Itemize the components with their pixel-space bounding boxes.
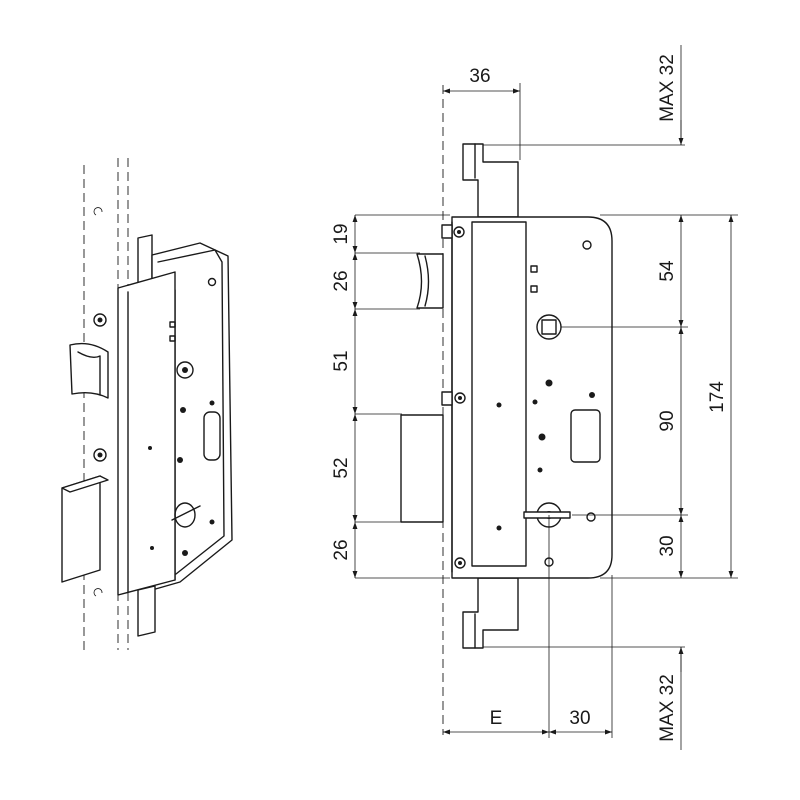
case-window — [203, 411, 221, 461]
case-rivet — [180, 407, 186, 413]
dim-left-52: 52 — [331, 457, 352, 478]
case-rivet — [182, 550, 188, 556]
faceplate-screw — [97, 317, 103, 323]
screw-hole — [93, 207, 103, 216]
case-screw — [458, 396, 462, 400]
dim-right-90: 90 — [657, 410, 678, 431]
case-rivet — [538, 433, 546, 441]
case-screw — [207, 277, 217, 287]
dim-overall-height: 174 — [707, 381, 728, 413]
dim-left-26-upper: 26 — [331, 270, 352, 291]
case-screw — [453, 226, 465, 238]
case-rivet — [148, 446, 152, 450]
faceplate — [117, 271, 176, 596]
case-rivet — [545, 379, 553, 387]
dim-right-54: 54 — [657, 260, 678, 282]
dim-right-30: 30 — [657, 535, 678, 556]
dim-left-51: 51 — [331, 350, 352, 371]
case-rivet — [532, 399, 538, 405]
forend-tab — [441, 224, 453, 239]
lock-case — [451, 216, 613, 579]
case-screw — [454, 392, 466, 404]
case-screw — [586, 512, 596, 522]
case-slot — [530, 265, 538, 273]
latch-bolt — [416, 253, 444, 309]
cylinder-cam-lever — [523, 511, 571, 519]
case-slot — [169, 335, 176, 342]
faceplate-screw — [93, 448, 107, 462]
top-rod-connector — [462, 143, 519, 218]
dim-bottom-travel: MAX 32 — [657, 674, 678, 742]
case-rivet — [496, 525, 502, 531]
case-slot — [530, 285, 538, 293]
bottom-rod-connector — [462, 577, 519, 649]
isometric-lock-view — [61, 158, 233, 650]
case-screw — [457, 230, 461, 234]
side-elevation-view — [400, 85, 613, 735]
faceplate-screw — [93, 313, 107, 327]
dimension-lines: 36 MAX 32 54 90 30 174 MAX 32 — [331, 45, 738, 750]
dim-bottom-width: 30 — [569, 708, 590, 729]
dim-top-travel: MAX 32 — [657, 54, 678, 122]
forend-tab — [441, 391, 453, 406]
case-rivet — [177, 457, 183, 463]
case-screw — [582, 240, 592, 250]
dim-top-width: 36 — [469, 66, 490, 87]
deadbolt — [400, 414, 444, 523]
faceplate-screw — [97, 452, 103, 458]
latch-bolt-face — [77, 351, 101, 396]
case-slot — [169, 321, 176, 328]
cylinder-cam-lever — [171, 505, 201, 521]
case-rivet — [589, 392, 595, 398]
deadbolt-top — [61, 475, 109, 493]
case-rivet — [537, 467, 543, 473]
case-rivet — [496, 402, 502, 408]
dim-left-19: 19 — [331, 223, 352, 244]
case-window — [570, 409, 601, 463]
case-rivet — [209, 400, 215, 406]
spindle-square — [541, 319, 557, 335]
case-rivet — [150, 546, 154, 550]
lock-case-inner — [471, 221, 527, 567]
bottom-rod-plate — [137, 585, 156, 637]
case-screw — [458, 561, 462, 565]
spindle-hub — [176, 361, 194, 379]
case-screw — [454, 557, 466, 569]
spindle-hub-center — [182, 367, 188, 373]
dim-backset: E — [490, 708, 503, 729]
dim-left-26-lower: 26 — [331, 539, 352, 560]
case-rivet — [209, 519, 215, 525]
latch-bolt — [69, 342, 109, 399]
screw-hole — [93, 588, 103, 597]
cylinder-cam — [174, 502, 196, 528]
latch-bolt-face — [424, 255, 430, 307]
deadbolt-front — [61, 475, 101, 583]
